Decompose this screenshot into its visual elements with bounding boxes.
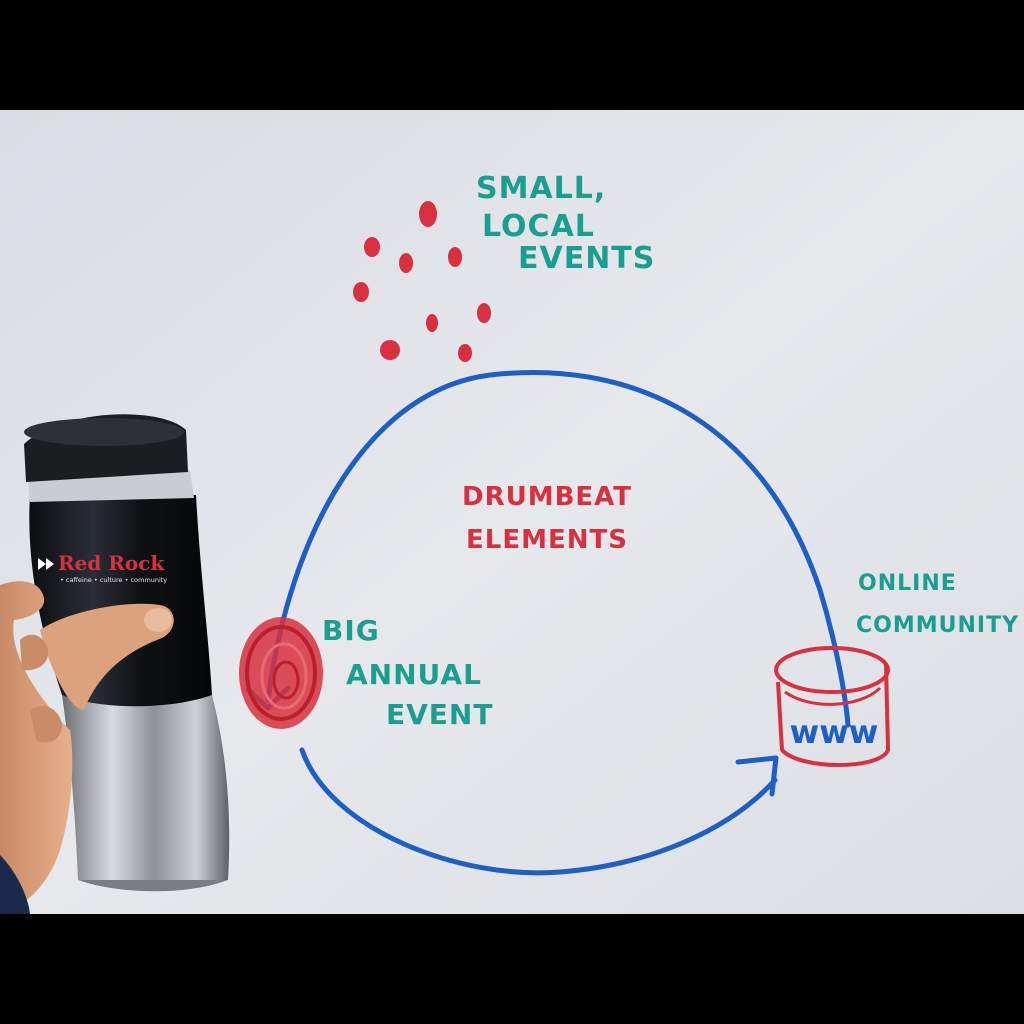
big-event-scribble — [239, 617, 323, 729]
label-big-line1: Big — [322, 614, 380, 647]
mug-brand-text: Red Rock — [58, 551, 165, 575]
label-online-line1: Online — [858, 571, 957, 596]
label-online-community: Online Community — [856, 571, 1019, 638]
label-small-line1: Small, — [476, 171, 606, 206]
label-big-annual-event: Big Annual Event — [322, 614, 493, 731]
label-big-line2: Annual — [346, 658, 482, 691]
label-small-local-events: Small, local events — [476, 171, 655, 276]
arrow-top-arc — [265, 370, 851, 728]
label-drumbeat-elements: Drumbeat Elements — [462, 482, 632, 555]
whiteboard-scene: www Small, local events Drumbeat Element… — [0, 110, 1024, 914]
mug-tagline-text: • caffeine • culture • community — [60, 576, 167, 584]
label-drumbeat-line2: Elements — [466, 525, 628, 555]
small-events-dots — [353, 201, 491, 362]
label-drumbeat-line1: Drumbeat — [462, 482, 632, 512]
www-database-drawing — [774, 646, 890, 767]
arrowhead-right — [735, 755, 779, 797]
label-big-line3: Event — [386, 698, 493, 731]
www-label: www — [790, 713, 879, 751]
label-online-line2: Community — [856, 613, 1019, 638]
label-small-line2: local — [482, 209, 595, 244]
arrow-bottom-arc — [299, 747, 778, 876]
label-small-line3: events — [518, 241, 655, 276]
whiteboard-photo: www Small, local events Drumbeat Element… — [0, 110, 1024, 914]
red-rock-logo: Red Rock • caffeine • culture • communit… — [38, 551, 167, 584]
hand — [0, 581, 174, 914]
